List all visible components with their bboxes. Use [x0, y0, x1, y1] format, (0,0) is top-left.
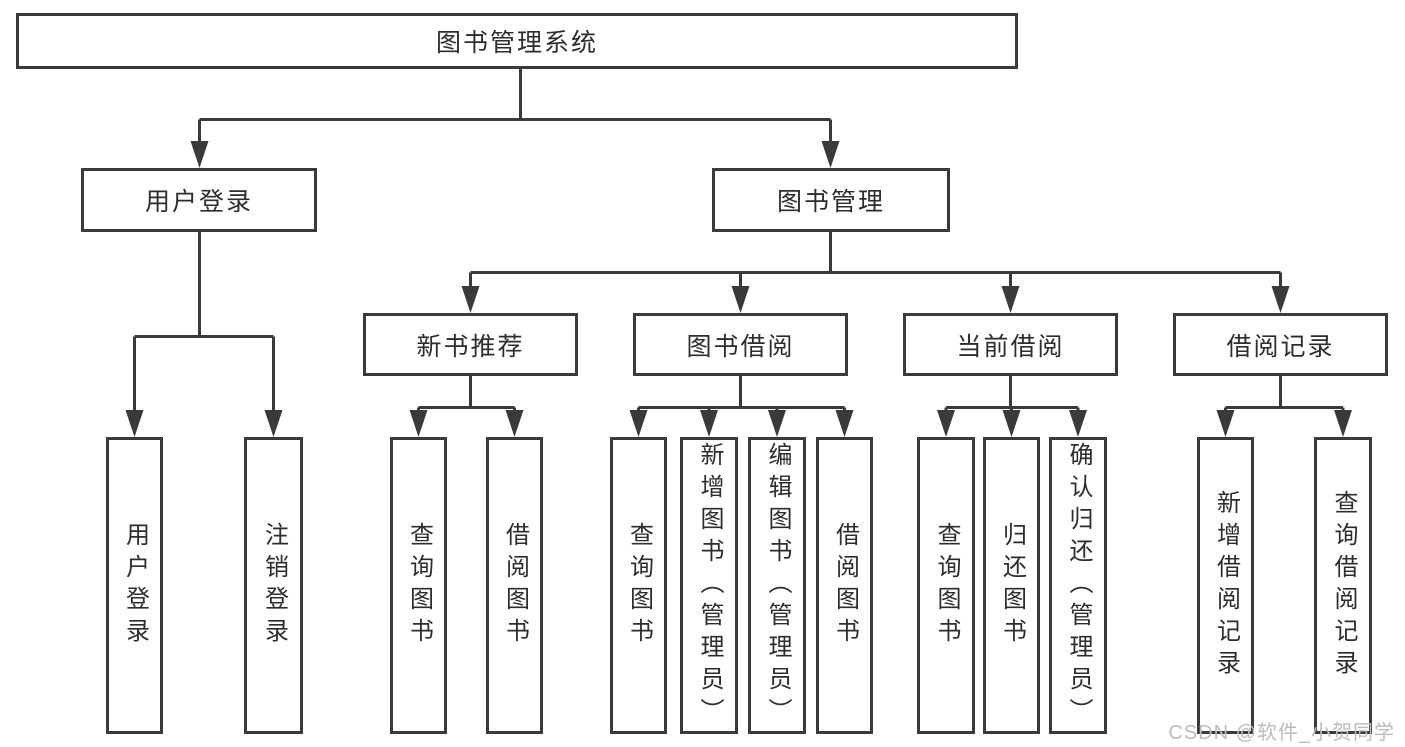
node-label: 图书管理系统: [435, 29, 598, 57]
leaf-user-login: 用户登录: [106, 437, 163, 734]
node-label: 新增图书（管理员）: [696, 441, 723, 730]
node-label: 图书管理: [776, 188, 885, 216]
leaf-edit-book-admin: 编辑图书（管理员）: [748, 437, 806, 734]
leaf-query-books-borrow: 查询图书: [610, 437, 667, 734]
node-label: 注销登录: [260, 521, 288, 650]
node-label: 用户登录: [121, 521, 149, 650]
leaf-query-books-recommend: 查询图书: [390, 437, 447, 734]
leaf-query-borrow-record: 查询借阅记录: [1314, 437, 1372, 734]
node-label: 确认归还（管理员）: [1065, 441, 1092, 730]
node-label: 查询借阅记录: [1330, 489, 1357, 682]
leaf-borrow-books-recommend: 借阅图书: [486, 437, 543, 734]
node-borrow-records: 借阅记录: [1173, 313, 1388, 376]
node-label: 查询图书: [933, 521, 960, 650]
node-label: 归还图书: [998, 521, 1026, 650]
node-label: 借阅图书: [831, 521, 859, 650]
node-label: 借阅图书: [501, 521, 529, 650]
leaf-return-book: 归还图书: [983, 437, 1040, 734]
leaf-borrow-books: 借阅图书: [816, 437, 873, 734]
leaf-add-borrow-record: 新增借阅记录: [1197, 437, 1254, 734]
node-user-login: 用户登录: [81, 168, 317, 232]
arrowheads: [125, 141, 1352, 437]
leaf-confirm-return-admin: 确认归还（管理员）: [1049, 437, 1107, 734]
node-label: 查询图书: [625, 521, 653, 650]
connector-strokes: [133, 68, 1345, 414]
node-root: 图书管理系统: [16, 13, 1018, 69]
leaf-add-book-admin: 新增图书（管理员）: [680, 437, 738, 734]
node-new-book-recommend: 新书推荐: [363, 313, 578, 376]
node-book-borrow: 图书借阅: [633, 313, 848, 376]
node-current-borrow: 当前借阅: [903, 313, 1118, 376]
node-book-management: 图书管理: [712, 168, 950, 232]
node-label: 编辑图书（管理员）: [764, 441, 791, 730]
leaf-query-books-current: 查询图书: [917, 437, 975, 734]
csdn-watermark: CSDN @软件_小贺同学: [1168, 722, 1395, 744]
node-label: 用户登录: [144, 188, 253, 216]
node-label: 查询图书: [405, 521, 433, 650]
node-label: 图书借阅: [686, 332, 795, 361]
node-label: 当前借阅: [956, 332, 1065, 361]
leaf-logout: 注销登录: [244, 437, 303, 734]
node-label: 借阅记录: [1226, 332, 1335, 361]
node-label: 新书推荐: [416, 332, 525, 361]
node-label: 新增借阅记录: [1212, 489, 1240, 682]
